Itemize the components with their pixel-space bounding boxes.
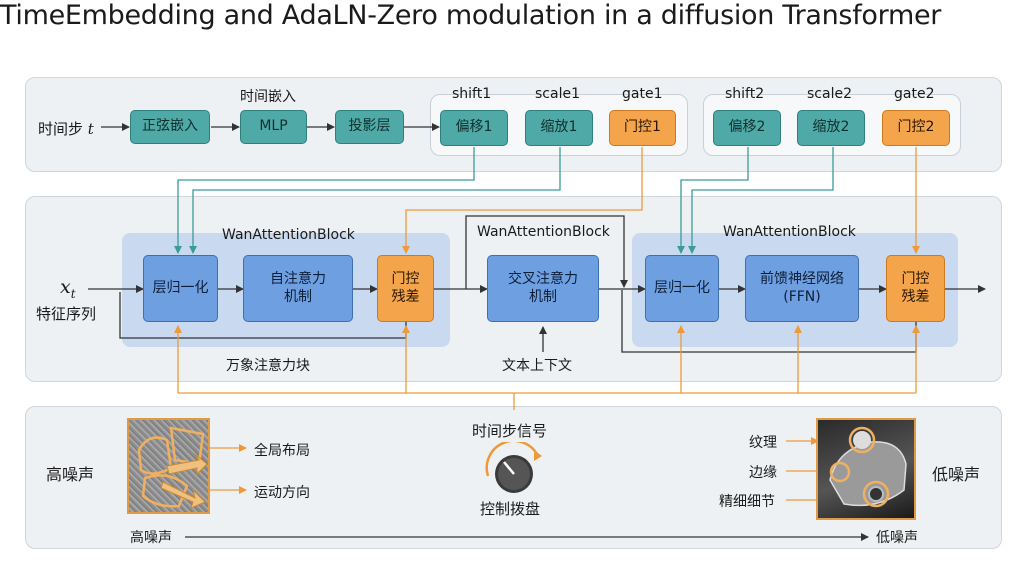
page-title: TimeEmbedding and AdaLN-Zero modulation … <box>0 0 942 31</box>
gate2-label: gate2 <box>894 86 935 102</box>
scale1-label: scale1 <box>535 86 580 102</box>
noise-axis-end-label: 低噪声 <box>876 530 918 546</box>
gated-residual-2-line1: 门控 <box>901 271 930 287</box>
timestep-label: 时间步 t <box>38 120 94 138</box>
input-variable: xt <box>60 276 76 301</box>
global-layout-label: 全局布局 <box>254 443 310 459</box>
attention-block-1-title: WanAttentionBlock <box>222 227 355 243</box>
time-embedding-caption: 时间嵌入 <box>240 89 296 105</box>
high-noise-label: 高噪声 <box>46 465 95 484</box>
text-context-label: 文本上下文 <box>502 358 572 374</box>
ffn-line1: 前馈神经网络 <box>760 271 844 287</box>
layernorm-1-box: 层归一化 <box>143 255 218 322</box>
shift2-label: shift2 <box>725 86 765 102</box>
gated-residual-2-box: 门控 残差 <box>886 255 945 322</box>
texture-label: 纹理 <box>749 435 777 451</box>
sinusoidal-embedding-box: 正弦嵌入 <box>130 110 210 144</box>
cross-attention-block-title: WanAttentionBlock <box>477 224 610 240</box>
cross-attention-line1: 交叉注意力 <box>508 271 578 287</box>
edges-label: 边缘 <box>749 465 777 481</box>
shift2-box: 偏移2 <box>713 110 781 146</box>
cross-attention-box: 交叉注意力 机制 <box>487 255 599 322</box>
layernorm-2-box: 层归一化 <box>645 255 719 322</box>
attention-block-2-title: WanAttentionBlock <box>723 224 856 240</box>
ffn-line2: (FFN) <box>783 288 821 305</box>
self-attention-line2: 机制 <box>284 288 312 305</box>
ffn-box: 前馈神经网络 (FFN) <box>745 255 859 322</box>
mlp-box: MLP <box>240 110 307 144</box>
control-dial-label: 控制拨盘 <box>480 500 541 518</box>
self-attention-box: 自注意力 机制 <box>243 255 353 322</box>
shift1-box: 偏移1 <box>440 110 508 146</box>
high-noise-thumbnail <box>127 418 210 514</box>
gated-residual-1-line2: 残差 <box>391 288 420 305</box>
scale2-box: 缩放2 <box>797 110 865 146</box>
scale1-box: 缩放1 <box>525 110 593 146</box>
cross-attention-line2: 机制 <box>529 288 557 305</box>
low-noise-thumbnail <box>816 418 916 520</box>
motion-direction-label: 运动方向 <box>254 485 310 501</box>
gated-residual-2-line2: 残差 <box>901 288 930 305</box>
input-variable-subscript: t <box>70 286 76 301</box>
noise-axis-start-label: 高噪声 <box>130 530 172 546</box>
timestep-signal-label: 时间步信号 <box>472 422 548 440</box>
feature-sequence-label: 特征序列 <box>36 305 97 323</box>
scale2-label: scale2 <box>807 86 852 102</box>
low-noise-label: 低噪声 <box>932 465 981 484</box>
gate1-label: gate1 <box>622 86 663 102</box>
projection-layer-box: 投影层 <box>335 110 404 144</box>
noise-shapes-icon <box>137 426 208 509</box>
shift1-label: shift1 <box>452 86 492 102</box>
fine-detail-label: 精细细节 <box>719 494 775 510</box>
gate2-box: 门控2 <box>882 110 950 146</box>
control-dial-icon <box>485 442 542 493</box>
timestep-variable: t <box>87 120 94 138</box>
attention-block-1-caption: 万象注意力块 <box>226 358 310 374</box>
gated-residual-1-box: 门控 残差 <box>377 255 434 322</box>
gated-residual-1-line1: 门控 <box>391 271 420 287</box>
detailed-object-icon <box>829 426 907 508</box>
self-attention-line1: 自注意力 <box>270 271 326 287</box>
gate1-box: 门控1 <box>609 110 676 146</box>
